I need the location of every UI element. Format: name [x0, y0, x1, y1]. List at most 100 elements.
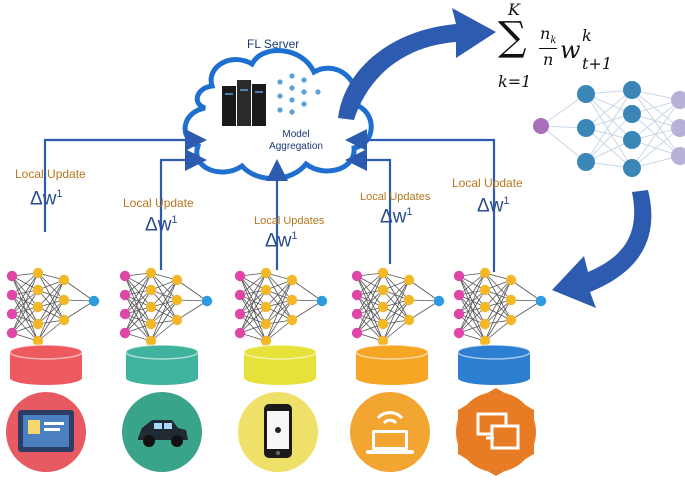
- client-net-edge: [458, 313, 486, 342]
- client-net-edge: [124, 294, 152, 342]
- client-net-edge: [11, 275, 39, 308]
- database-top: [457, 344, 531, 360]
- formula-lower-limit: k=1: [498, 72, 532, 91]
- global-net-edge: [585, 93, 633, 141]
- global-net-edge: [631, 127, 681, 169]
- client-net-edge: [382, 289, 410, 321]
- client-net-node: [479, 318, 491, 330]
- global-net-node: [533, 118, 549, 134]
- client-net-node: [119, 289, 131, 301]
- client-net-edge: [37, 289, 65, 321]
- client-net-edge: [150, 319, 178, 342]
- client-net-node: [453, 327, 465, 339]
- client-databases: [9, 344, 531, 385]
- client-net-edge: [124, 313, 152, 342]
- client-5-delta: Δw1: [477, 195, 510, 217]
- client-net-node: [377, 284, 389, 296]
- server-title: FL Server: [247, 37, 300, 51]
- client-2-update-label: Local Update: [123, 196, 194, 210]
- client-net-edge: [150, 299, 178, 325]
- client-net-edge: [239, 275, 267, 308]
- client-net-node: [479, 284, 491, 296]
- cloud-net-node: [289, 97, 295, 103]
- client-net-edge: [150, 279, 178, 308]
- client-net-node: [145, 301, 157, 313]
- client-net-edge: [239, 272, 267, 315]
- client-net-node: [260, 335, 272, 347]
- client-net-edge: [265, 299, 293, 325]
- global-net-node: [623, 159, 641, 177]
- client-net-node: [377, 301, 389, 313]
- update-arrow: [345, 129, 496, 272]
- fl-server-cloud: [182, 48, 374, 181]
- client-net-edge: [484, 272, 512, 301]
- client-net-edge: [356, 313, 384, 342]
- client-net-node: [58, 314, 70, 326]
- formula-upper-limit: K: [508, 0, 520, 19]
- client-net-edge: [239, 289, 267, 334]
- client-net-edge: [37, 299, 65, 325]
- global-net-edge: [631, 113, 681, 157]
- client-net-edge: [11, 272, 39, 315]
- client-1-delta: Δw1: [30, 188, 63, 210]
- client-net-edge: [37, 319, 65, 342]
- global-net-node: [623, 131, 641, 149]
- database-top: [125, 344, 199, 360]
- client-net-node: [505, 294, 517, 306]
- aggregated-model-icon: [277, 73, 321, 115]
- cloud-net-node: [289, 109, 295, 115]
- client-net-edge: [11, 306, 39, 334]
- client-net-edge: [239, 313, 267, 342]
- client-net-node: [403, 294, 415, 306]
- database-base: [458, 371, 530, 385]
- client-net-edge: [265, 279, 293, 308]
- global-net-edge: [631, 99, 681, 141]
- formula-numerator: nk: [540, 24, 557, 47]
- cloud-net-node: [301, 101, 307, 107]
- client-net-edge: [265, 272, 293, 301]
- client-net-edge: [484, 272, 512, 321]
- client-5-update-label: Local Update: [452, 176, 523, 190]
- global-net-edge: [540, 125, 587, 163]
- curved-arrow-to-clients: [552, 190, 652, 308]
- cloud-net-node: [301, 77, 307, 83]
- client-net-node: [453, 289, 465, 301]
- client-net-node: [145, 267, 157, 279]
- client-net-node: [171, 294, 183, 306]
- client-net-node: [351, 327, 363, 339]
- client-net-edge: [356, 294, 384, 325]
- client-net-node: [535, 295, 547, 307]
- client-devices: [6, 388, 536, 476]
- client-net-node: [377, 318, 389, 330]
- client-net-edge: [11, 275, 39, 325]
- global-net-node: [623, 105, 641, 123]
- client-net-edge: [265, 272, 293, 321]
- client-net-edge: [265, 319, 293, 342]
- global-net-edge: [585, 89, 633, 129]
- client-net-node: [171, 314, 183, 326]
- client-net-node: [234, 289, 246, 301]
- client-net-edge: [382, 299, 410, 342]
- client-net-node: [88, 295, 100, 307]
- client-net-edge: [239, 272, 267, 296]
- client-net-node: [32, 301, 44, 313]
- update-arrow: [345, 149, 392, 264]
- client-net-node: [351, 289, 363, 301]
- client-net-node: [32, 284, 44, 296]
- client-net-edge: [124, 272, 152, 315]
- global-net-edge: [585, 89, 633, 163]
- client-net-node: [201, 295, 213, 307]
- client-net-edge: [484, 299, 512, 325]
- client-net-node: [145, 318, 157, 330]
- database-top: [9, 344, 83, 360]
- client-net-edge: [484, 289, 512, 321]
- tablet-icon: [18, 410, 74, 452]
- cloud-net-node: [315, 89, 321, 95]
- client-net-edge: [408, 279, 440, 302]
- client-net-node: [119, 270, 131, 282]
- client-net-edge: [150, 272, 178, 321]
- global-net-node: [623, 81, 641, 99]
- global-net-edge: [631, 89, 681, 129]
- client-net-edge: [11, 313, 39, 342]
